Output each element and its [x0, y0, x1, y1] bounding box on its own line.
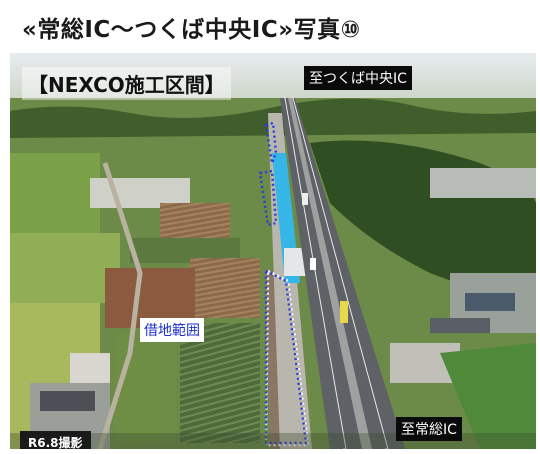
section-label: 【NEXCO施工区間】: [22, 67, 231, 100]
aerial-photo: 【NEXCO施工区間】 至つくば中央IC 借地範囲 至常総IC R6.8撮影: [10, 53, 536, 449]
direction-label-bottom: 至常総IC: [396, 417, 462, 441]
lease-area-label: 借地範囲: [140, 318, 204, 342]
page-title: «常総IC～つくば中央IC»写真⑩: [22, 17, 361, 43]
date-label: R6.8撮影: [20, 431, 91, 449]
aerial-photo-illustration: [10, 53, 536, 449]
direction-label-top: 至つくば中央IC: [304, 66, 412, 90]
